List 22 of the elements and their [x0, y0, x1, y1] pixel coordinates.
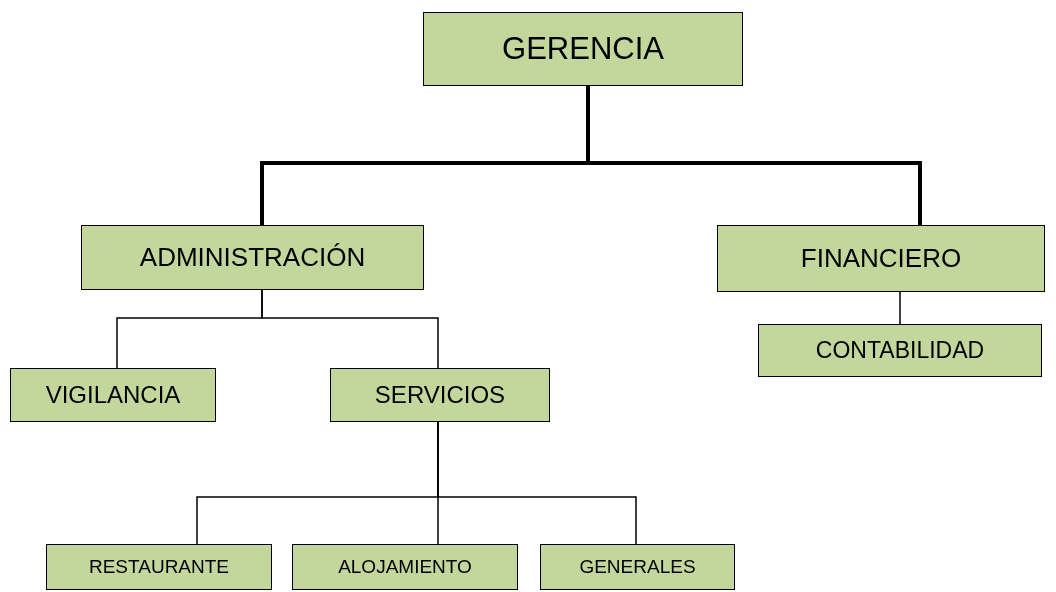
org-box — [423, 12, 743, 86]
org-box — [292, 544, 518, 590]
unit-name: SERVICIOS — [374, 381, 506, 409]
connector-line — [899, 291, 901, 325]
connector-line — [586, 86, 922, 225]
org-box — [10, 368, 216, 422]
org-box — [758, 324, 1042, 377]
connector-line — [437, 421, 637, 545]
unit-name: GERENCIA — [502, 31, 664, 67]
unit-name: VIGILANCIA — [45, 381, 181, 409]
org-box — [540, 544, 735, 590]
unit-name: CONTABILIDAD — [815, 337, 985, 364]
unit-name: FINANCIERO — [800, 243, 962, 274]
unit-name: ADMINISTRACIÓN — [139, 242, 366, 273]
unit-name: ALOJAMIENTO — [338, 556, 472, 578]
unit-name: RESTAURANTE — [88, 556, 230, 578]
org-box — [330, 368, 550, 422]
org-box — [717, 225, 1045, 292]
org-box — [81, 225, 424, 290]
connector-line — [261, 289, 439, 369]
unit-name: GENERALES — [579, 556, 696, 578]
org-box — [46, 544, 272, 590]
